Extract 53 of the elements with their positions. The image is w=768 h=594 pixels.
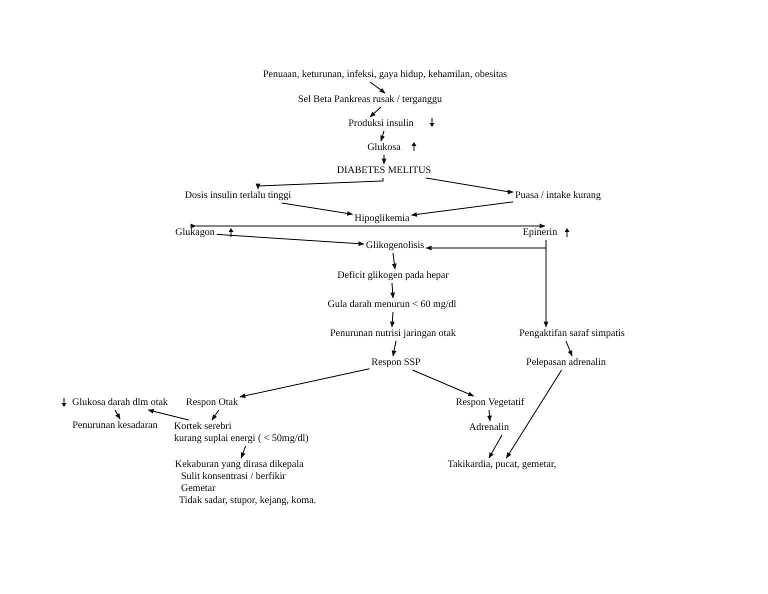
arrow: [390, 282, 396, 299]
arrow: [239, 368, 370, 398]
flow-step-text: Respon Otak: [186, 397, 238, 409]
flow-step-text: Glukagon: [175, 227, 215, 239]
flow-step-text: Gula darah menurun < 60 mg/dl: [328, 299, 456, 311]
symptom-text: Kekaburan yang dirasa dikepala: [175, 459, 305, 471]
arrow: [544, 240, 548, 328]
flow-step-text: Epinerin: [522, 227, 558, 239]
flow-step-text: Penurunan kesadaran: [72, 420, 158, 432]
symptom-text: Tidak sadar, stupor, kejang, koma.: [178, 495, 316, 507]
symptom-text: Gemetar: [180, 483, 216, 495]
flow-step-text: Hipoglikemia: [354, 213, 410, 225]
flow-step-text: Penurunan nutrisi jaringan otak: [330, 328, 456, 340]
flow-step-text: Adrenalin: [469, 422, 509, 434]
flow-step-text: Respon SSP: [371, 357, 421, 369]
arrow: [380, 130, 385, 142]
arrow: [370, 106, 382, 118]
flow-step-text: DIABETES MELITUS: [336, 165, 432, 177]
arrow: [212, 410, 220, 420]
arrow: [382, 224, 546, 228]
arrow: [392, 252, 397, 270]
flow-step-text: Produksi insulin: [348, 118, 414, 130]
flow-step-text: Pengaktifan saraf simpatis: [519, 328, 625, 340]
arrow: [240, 446, 246, 459]
flow-step-text: Deficit glikogen pada hepar: [337, 270, 449, 282]
arrow: [148, 408, 190, 420]
flow-step-text: Puasa / intake kurang: [515, 190, 601, 202]
arrow: [412, 370, 474, 396]
arrow: [506, 370, 562, 458]
flow-step-text: Penuaan, keturunan, infeksi, gaya hidup, kehamilan, obesitas: [262, 69, 508, 81]
arrow: [410, 201, 514, 217]
arrow: [487, 410, 492, 422]
arrow: [216, 234, 364, 246]
arrow: [281, 202, 354, 216]
arrow: [390, 312, 395, 328]
arrow: [392, 340, 396, 357]
arrow: [114, 410, 120, 420]
arrow: [488, 434, 502, 459]
arrow: [566, 340, 572, 357]
flow-step-text: Respon Vegetatif: [456, 397, 524, 409]
flow-step-text: Kortek serebri kurang suplai energi ( < 50mg/dl): [174, 421, 309, 445]
flow-step-text: Glukosa: [367, 142, 401, 154]
arrow: [370, 82, 386, 94]
flow-step-text: Dosis insulin terlalu tinggi: [184, 190, 292, 202]
arrow: [426, 178, 514, 194]
flow-step-text: Sel Beta Pankreas rusak / terganggu: [298, 94, 442, 106]
arrow: [382, 154, 386, 165]
flow-step-text: Takikardia, pucat, gemetar,: [448, 459, 556, 471]
flow-step-text: Pelepasan adrenalin: [526, 357, 606, 369]
symptom-text: Sulit konsentrasi / berfikir: [180, 471, 287, 483]
flow-step-text: Glikogenolisis: [366, 240, 424, 252]
flow-step-text: Glukosa darah dlm otak: [72, 397, 168, 409]
arrow: [256, 178, 384, 190]
